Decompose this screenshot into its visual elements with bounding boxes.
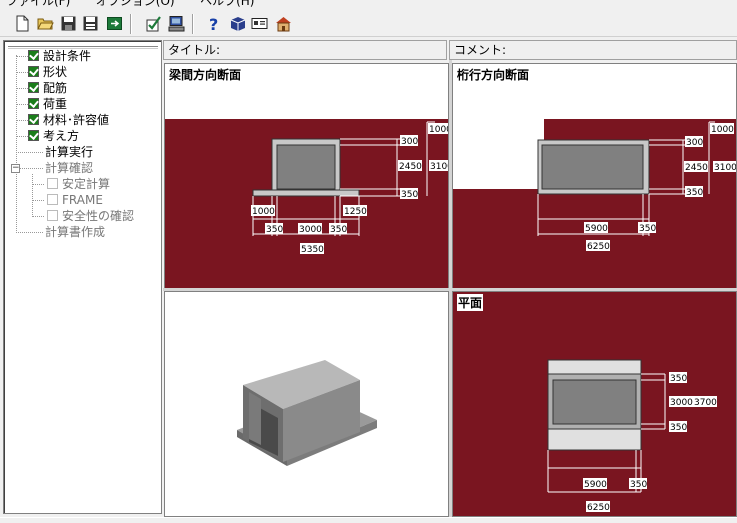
dim-label: 3100 [430,162,449,172]
tree-item-frame[interactable]: FRAME [47,192,103,208]
calc-icon [168,16,185,32]
home-button[interactable] [273,13,294,34]
dim-label: 300 [401,137,418,147]
tree-item-shape[interactable]: 形状 [28,64,67,80]
dim-label: 1250 [344,207,367,217]
house-icon [276,17,291,32]
exit-icon [107,17,122,30]
tree-divider [8,46,158,49]
checkbox-checked-icon [28,98,39,109]
status-bar [0,517,737,523]
pane-title: 桁行方向断面 [457,68,530,82]
new-button[interactable] [12,13,33,34]
calc-button[interactable] [166,13,187,34]
dim-label: 2450 [399,162,422,172]
dim-label: 3100 [714,163,737,173]
collapse-icon[interactable]: − [11,163,20,173]
dim-label: 350 [686,188,703,198]
dim-label: 1000 [711,125,734,135]
checkbox-empty-icon [47,210,58,221]
dim-label: 3700 [694,398,717,408]
box-culvert-3d-model [237,360,377,466]
dim-label: 6250 [587,503,610,513]
exit-button[interactable] [104,13,125,34]
comment-header[interactable]: コメント: [449,40,737,60]
check-edit-icon [146,16,161,32]
dim-label: 1000 [429,125,449,135]
save-as-button[interactable] [80,13,101,34]
dim-label: 350 [266,225,283,235]
dim-label: 350 [401,190,418,200]
open-folder-icon [37,18,54,30]
dim-label: 350 [670,374,687,384]
dim-label: 350 [670,423,687,433]
new-icon [16,15,29,32]
model-3d-button[interactable] [227,13,248,34]
dim-label: 2450 [685,163,708,173]
tree-item-report[interactable]: 計算書作成 [45,225,106,239]
tree-item-materials[interactable]: 材料･許容値 [28,112,109,128]
toolbar: ? [0,10,737,37]
save-as-icon [83,16,98,31]
tree-item-safety[interactable]: 安全性の確認 [47,208,134,224]
svg-text:?: ? [209,15,218,32]
dim-label: 5350 [301,245,324,255]
tree-item-rebar[interactable]: 配筋 [28,80,67,96]
input-check-button[interactable] [143,13,164,34]
ground-area [453,189,736,288]
open-button[interactable] [35,13,56,34]
tree-item-run-calc[interactable]: 計算実行 [45,145,94,159]
menu-option[interactable]: オプション(O) [95,0,175,8]
dim-label: 350 [630,480,647,490]
dim-label: 5900 [584,480,607,490]
checkbox-empty-icon [47,178,58,189]
plan-drawing: 350 3000 3700 350 5900 350 6250 [453,292,736,516]
menu-file[interactable]: ファイル(F) [6,0,71,8]
dim-label: 350 [330,225,347,235]
model-3d-icon [230,17,246,31]
menu-bar: ファイル(F) オプション(O) ヘルプ(H) [0,0,737,10]
checkbox-checked-icon [28,50,39,61]
pane-span-section[interactable]: 梁間方向断面 1000 300 2450 3100 350 1000 1250 … [164,63,449,289]
span-section-drawing: 1000 300 2450 3100 350 1000 1250 350 300… [165,119,449,288]
save-icon [61,16,76,31]
title-header[interactable]: タイトル: [163,40,447,60]
pane-3d-view[interactable] [164,291,449,517]
dim-label: 5900 [585,224,608,234]
dim-label: 6250 [587,242,610,252]
card-icon [251,18,268,29]
dim-label: 3000 [670,398,693,408]
menu-help[interactable]: ヘルプ(H) [200,0,255,8]
help-icon: ? [209,15,218,32]
input-tree-view: − 設計条件 形状 配筋 荷重 材料･許容値 考え方 計算実行 計算確認 安定計… [3,40,162,514]
tree-item-stability[interactable]: 安定計算 [47,176,110,192]
checkbox-checked-icon [28,66,39,77]
pane-title: 梁間方向断面 [169,68,242,82]
tree-item-calc-check[interactable]: 計算確認 [45,161,94,175]
checkbox-checked-icon [28,82,39,93]
tree-item-design-conditions[interactable]: 設計条件 [28,48,91,64]
girder-section-drawing: 1000 300 2450 3100 350 5900 350 6250 [453,119,737,288]
help-button[interactable]: ? [203,13,224,34]
pane-girder-section[interactable]: 桁行方向断面 1000 300 2450 3100 350 5900 350 6… [452,63,737,289]
pane-plan-view[interactable]: 平面 350 3000 3700 350 5900 350 6250 [452,291,737,517]
horizontal-splitter[interactable] [163,288,737,291]
dim-label: 1000 [252,207,275,217]
dim-label: 300 [686,138,703,148]
dim-label: 3000 [299,225,322,235]
tree-item-approach[interactable]: 考え方 [28,128,79,144]
product-info-button[interactable] [249,13,270,34]
checkbox-checked-icon [28,114,39,125]
tree-item-load[interactable]: 荷重 [28,96,67,112]
pane-title: 平面 [457,294,484,311]
checkbox-empty-icon [47,194,58,205]
save-button[interactable] [58,13,79,34]
checkbox-checked-icon [28,130,39,141]
dim-label: 350 [639,224,656,234]
